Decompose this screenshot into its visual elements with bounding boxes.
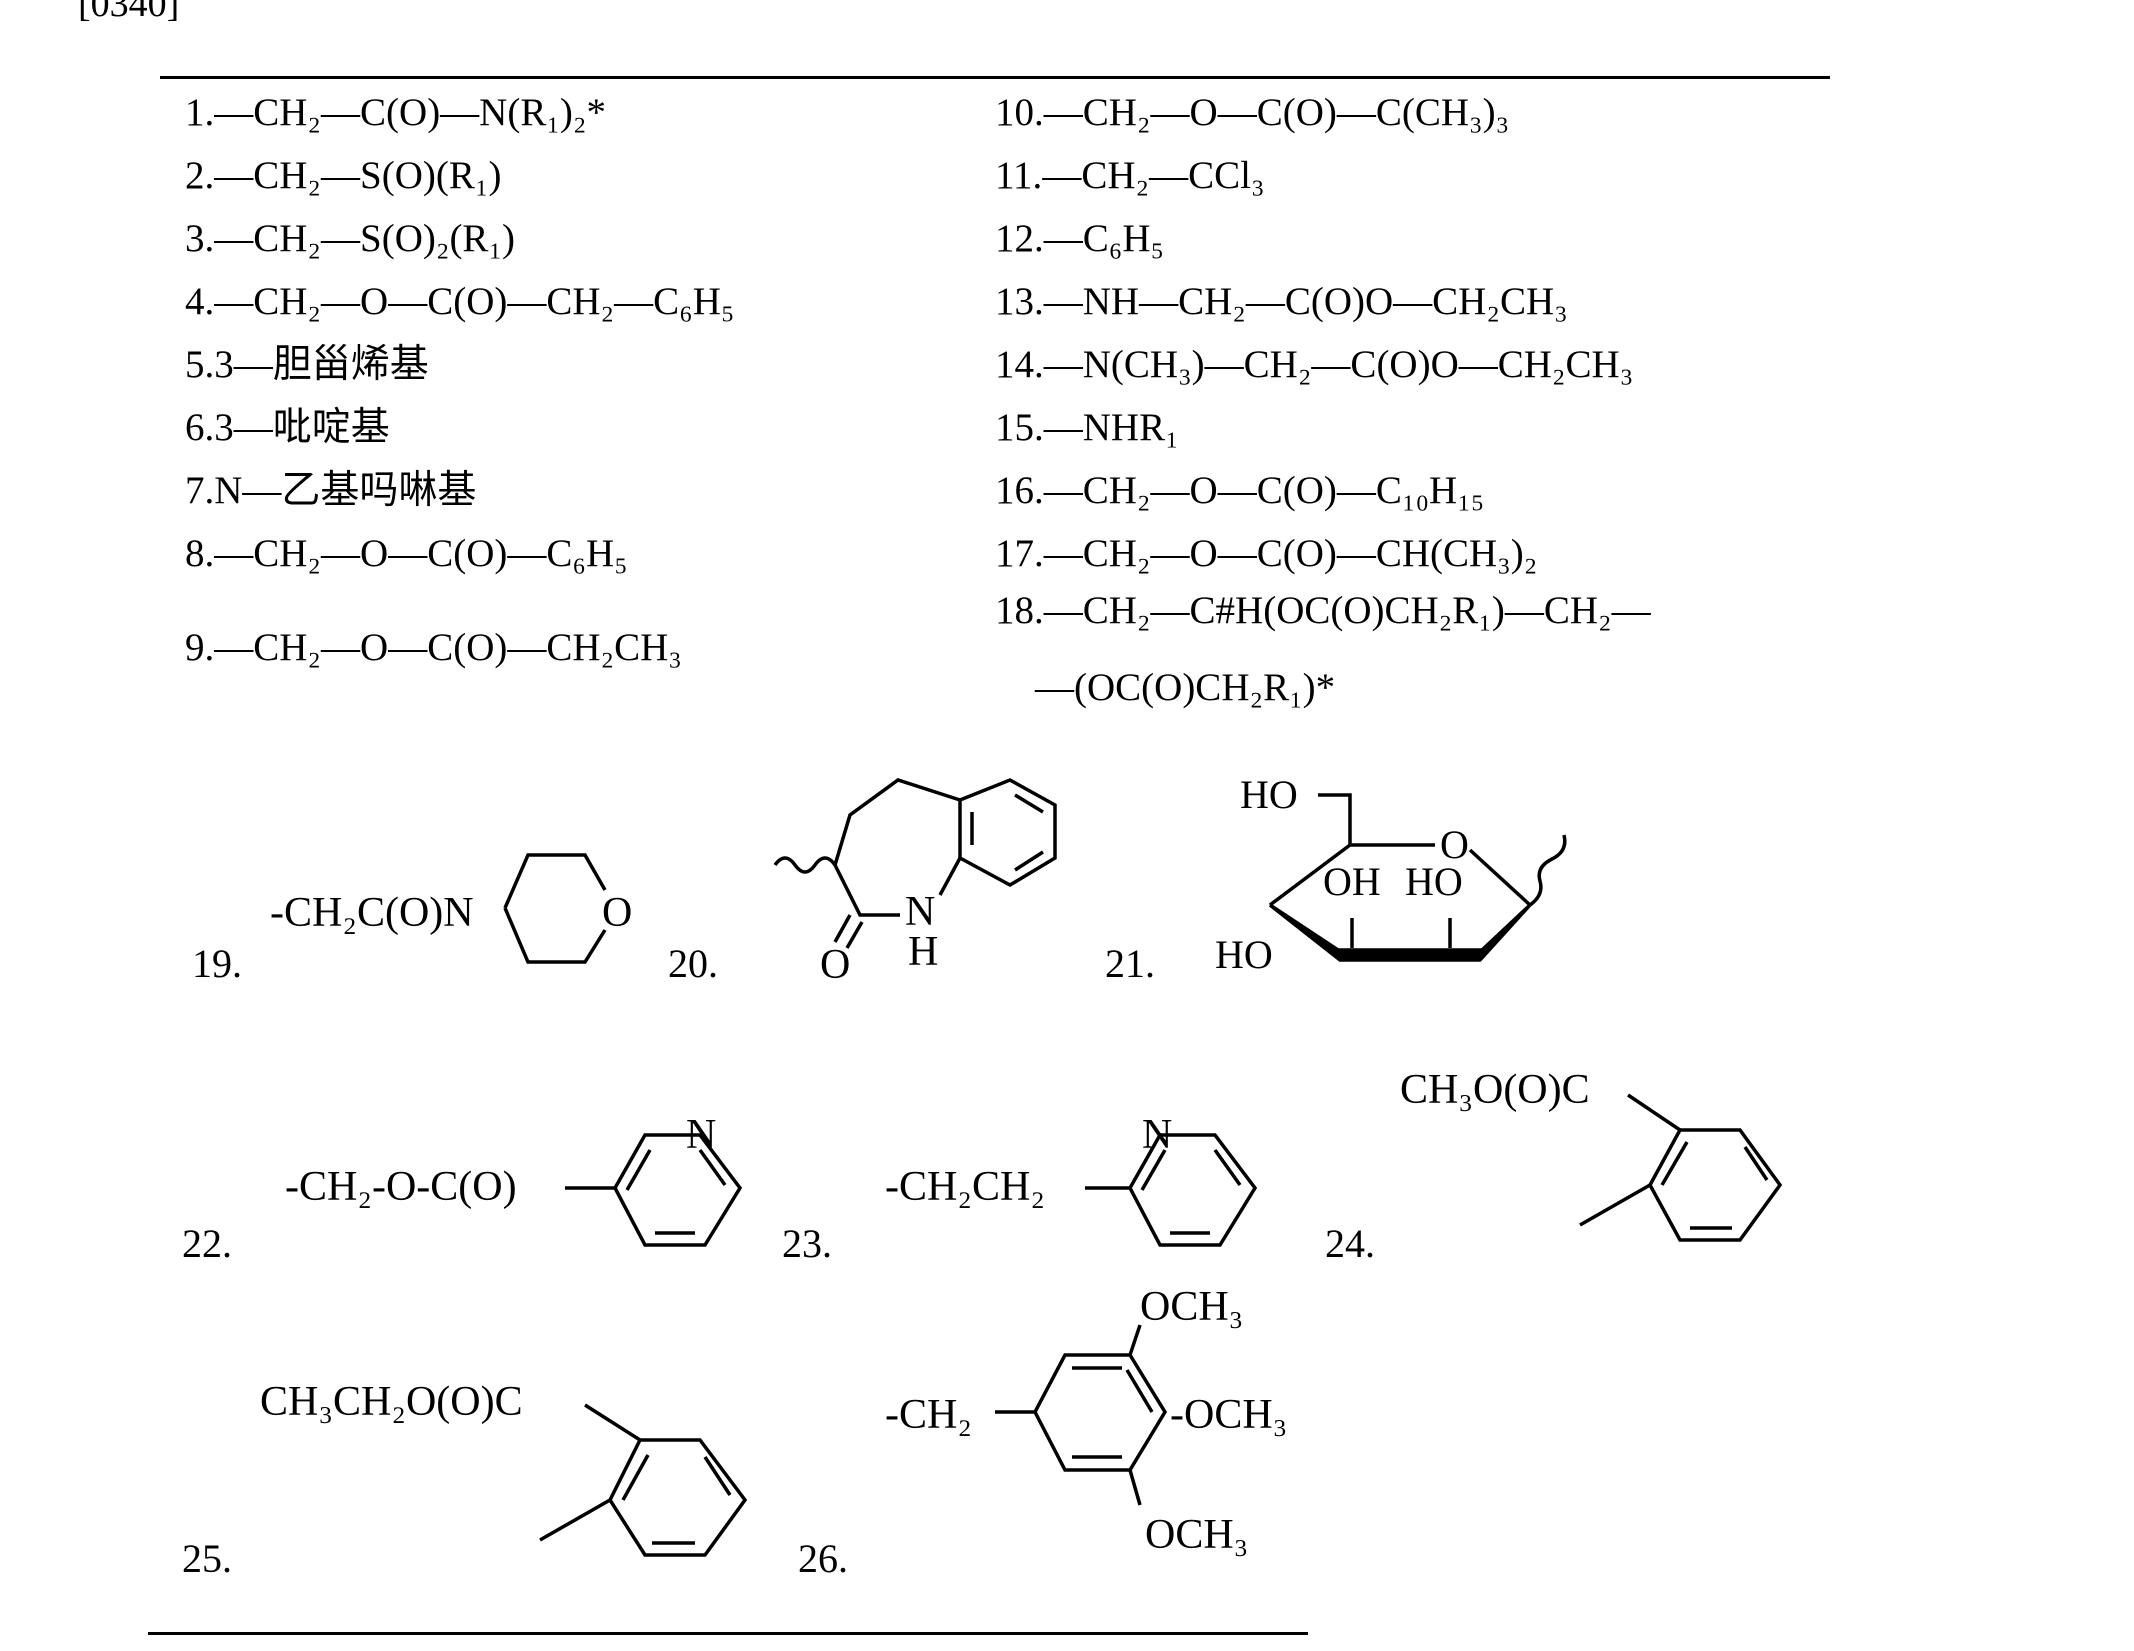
list-item: 14.—N(CH₃)—CH₂—C(O)O—CH₂CH₃ bbox=[995, 343, 1634, 386]
s21-oh-label: OH bbox=[1323, 859, 1381, 904]
s23-nitrogen-label: N bbox=[1142, 1112, 1172, 1158]
list-item: 16.—CH₂—O—C(O)—C₁₀H₁₅ bbox=[995, 469, 1485, 512]
s26-group-label: -CH₂ bbox=[885, 1392, 972, 1438]
list-item: 5.3—胆甾烯基 bbox=[185, 343, 429, 386]
structure-21-sugar: HO O OH HO HO bbox=[1215, 772, 1567, 977]
s26-methoxy-mid-label: -OCH₃ bbox=[1170, 1392, 1287, 1438]
list-item-continuation: —(OC(O)CH₂R₁)* bbox=[1035, 666, 1336, 709]
list-item: 18.—CH₂—C#H(OC(O)CH₂R₁)—CH₂— bbox=[995, 589, 1651, 632]
paragraph-number: [0340] bbox=[78, 0, 180, 25]
list-item: 7.N—乙基吗啉基 bbox=[185, 469, 477, 512]
s20-hydrogen-label: H bbox=[908, 929, 938, 975]
structure-19-morpholine: -CH₂C(O)N O bbox=[270, 853, 632, 964]
s21-ho-left-label: HO bbox=[1215, 932, 1273, 977]
s26-methoxy-bottom-label: OCH₃ bbox=[1145, 1512, 1248, 1558]
list-item: 2.—CH₂—S(O)(R₁) bbox=[185, 154, 502, 197]
s21-ring-oxygen-label: O bbox=[1440, 822, 1469, 867]
list-item: 4.—CH₂—O—C(O)—CH₂—C₆H₅ bbox=[185, 280, 735, 323]
s25-group-label: CH₃CH₂O(O)C bbox=[260, 1379, 523, 1425]
list-item: 6.3—吡啶基 bbox=[185, 406, 390, 449]
s19-group-label: -CH₂C(O)N bbox=[270, 890, 474, 936]
list-item: 15.—NHR₁ bbox=[995, 406, 1179, 449]
list-item: 11.—CH₂—CCl₃ bbox=[995, 154, 1265, 197]
structure-number-20: 20. bbox=[668, 941, 718, 986]
list-item: 12.—C₆H₅ bbox=[995, 217, 1165, 260]
structure-number-23: 23. bbox=[782, 1221, 832, 1266]
top-rule bbox=[160, 76, 1830, 79]
structure-24-benzene: CH₃O(O)C bbox=[1400, 1067, 1783, 1242]
s20-nitrogen-label: N bbox=[905, 889, 935, 935]
list-item: 9.—CH₂—O—C(O)—CH₂CH₃ bbox=[185, 626, 682, 669]
s21-ho-top-label: HO bbox=[1240, 772, 1298, 817]
s26-methoxy-top-label: OCH₃ bbox=[1140, 1284, 1243, 1330]
list-item: 13.—NH—CH₂—C(O)O—CH₂CH₃ bbox=[995, 280, 1568, 323]
structure-25-benzene: CH₃CH₂O(O)C bbox=[260, 1379, 748, 1557]
structure-number-19: 19. bbox=[192, 941, 242, 986]
s20-oxygen-label: O bbox=[820, 942, 850, 988]
list-item: 17.—CH₂—O—C(O)—CH(CH₃)₂ bbox=[995, 532, 1538, 575]
s22-nitrogen-label: N bbox=[686, 1112, 716, 1158]
list-item: 1.—CH₂—C(O)—N(R₁)₂* bbox=[185, 91, 607, 134]
structure-23-pyridine: -CH₂CH₂ N bbox=[885, 1112, 1258, 1247]
structure-number-26: 26. bbox=[798, 1536, 848, 1581]
structure-number-25: 25. bbox=[182, 1536, 232, 1581]
s19-oxygen-label: O bbox=[602, 890, 632, 936]
structure-number-22: 22. bbox=[182, 1221, 232, 1266]
list-item: 10.—CH₂—O—C(O)—C(CH₃)₃ bbox=[995, 91, 1510, 134]
structure-number-24: 24. bbox=[1325, 1221, 1375, 1266]
s23-group-label: -CH₂CH₂ bbox=[885, 1164, 1045, 1210]
structure-22-pyridine: -CH₂-O-C(O) N bbox=[285, 1112, 743, 1247]
structure-number-21: 21. bbox=[1105, 941, 1155, 986]
s22-group-label: -CH₂-O-C(O) bbox=[285, 1164, 517, 1210]
list-item: 3.—CH₂—S(O)₂(R₁) bbox=[185, 217, 516, 260]
bottom-rule bbox=[148, 1632, 1308, 1635]
s24-group-label: CH₃O(O)C bbox=[1400, 1067, 1590, 1113]
structure-20-benzazepinone: N H O bbox=[773, 778, 1057, 988]
structure-26-trimethoxybenzyl: -CH₂ OCH₃ -OCH₃ OCH₃ bbox=[885, 1284, 1287, 1558]
s21-ho-mid-label: HO bbox=[1405, 859, 1463, 904]
list-item: 8.—CH₂—O—C(O)—C₆H₅ bbox=[185, 532, 628, 575]
